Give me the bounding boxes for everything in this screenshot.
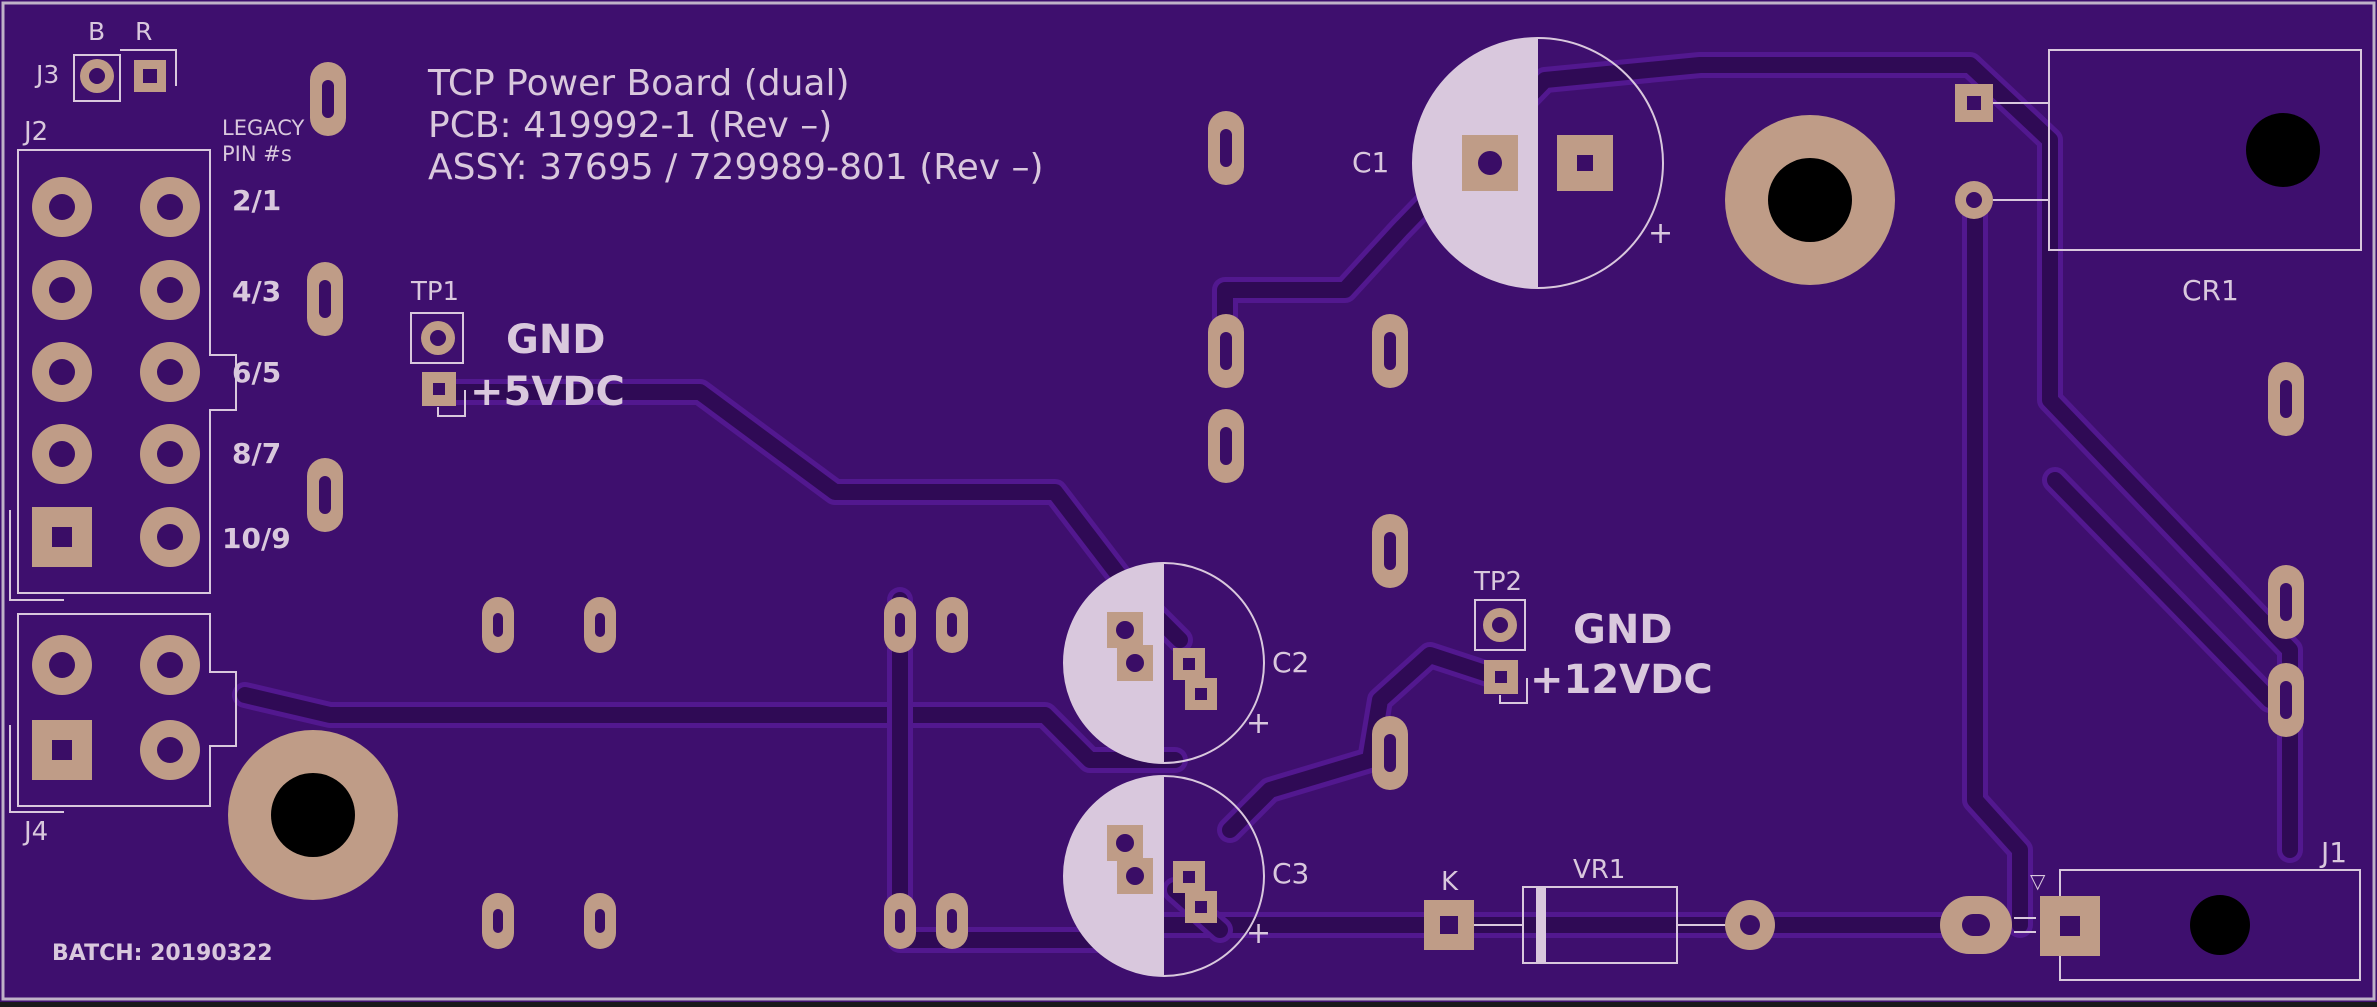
oval-pads: [307, 62, 2304, 949]
j1-connector: [1940, 869, 2361, 981]
c1-plus: +: [1648, 216, 1673, 251]
c1-capacitor: [1412, 37, 1664, 289]
j3-b-label: B: [88, 17, 105, 46]
board-pcb-number: PCB: 419992-1 (Rev –): [428, 105, 832, 146]
c3-capacitor: [1063, 775, 1265, 977]
vr1-k-label: K: [1441, 867, 1459, 897]
silkscreen-text: TCP Power Board (dual) PCB: 419992-1 (Re…: [22, 17, 2347, 966]
tp1-gnd-label: GND: [506, 317, 606, 363]
c2-label: C2: [1272, 646, 1309, 679]
cr1-label: CR1: [2182, 274, 2239, 307]
vr1-label: VR1: [1573, 855, 1625, 885]
pin-label-4: 8/7: [232, 437, 281, 470]
mounting-holes: [228, 115, 1895, 900]
tp2-gnd-label: GND: [1573, 607, 1673, 653]
c2-plus: +: [1246, 706, 1271, 741]
j2-label: J2: [22, 117, 48, 147]
c2-capacitor: [1063, 562, 1265, 764]
tp2-12v-label: +12VDC: [1530, 657, 1713, 703]
legacy-label: LEGACY: [222, 116, 305, 140]
j2-connector: [9, 149, 237, 601]
tp1-label: TP1: [410, 277, 459, 307]
j4-connector: [9, 613, 237, 813]
pin-label-3: 6/5: [232, 356, 281, 389]
j4-label: J4: [22, 817, 48, 847]
pin-label-1: 2/1: [232, 184, 281, 217]
board-assy-number: ASSY: 37695 / 729989-801 (Rev –): [428, 147, 1044, 188]
cr1-module: [1955, 49, 2362, 251]
c1-label: C1: [1352, 146, 1389, 179]
j1-label: J1: [2319, 836, 2347, 869]
tp1-testpoint: [410, 312, 466, 417]
j1-pin1-marker: ▽: [2030, 869, 2046, 893]
pin-label-5: 10/9: [222, 522, 291, 555]
tp1-5v-label: +5VDC: [470, 369, 625, 415]
batch-label: BATCH: 20190322: [52, 941, 273, 966]
j3-r-label: R: [135, 17, 152, 46]
tp2-testpoint: [1474, 599, 1528, 704]
c3-label: C3: [1272, 857, 1309, 890]
j3-label: J3: [34, 60, 59, 89]
c3-plus: +: [1246, 916, 1271, 951]
vr1-regulator: [1424, 886, 1775, 964]
j3-connector: [73, 49, 177, 102]
pin-numbers-label: PIN #s: [222, 142, 292, 166]
pin-label-2: 4/3: [232, 275, 281, 308]
tp2-label: TP2: [1473, 567, 1522, 597]
board-title: TCP Power Board (dual): [427, 63, 850, 104]
